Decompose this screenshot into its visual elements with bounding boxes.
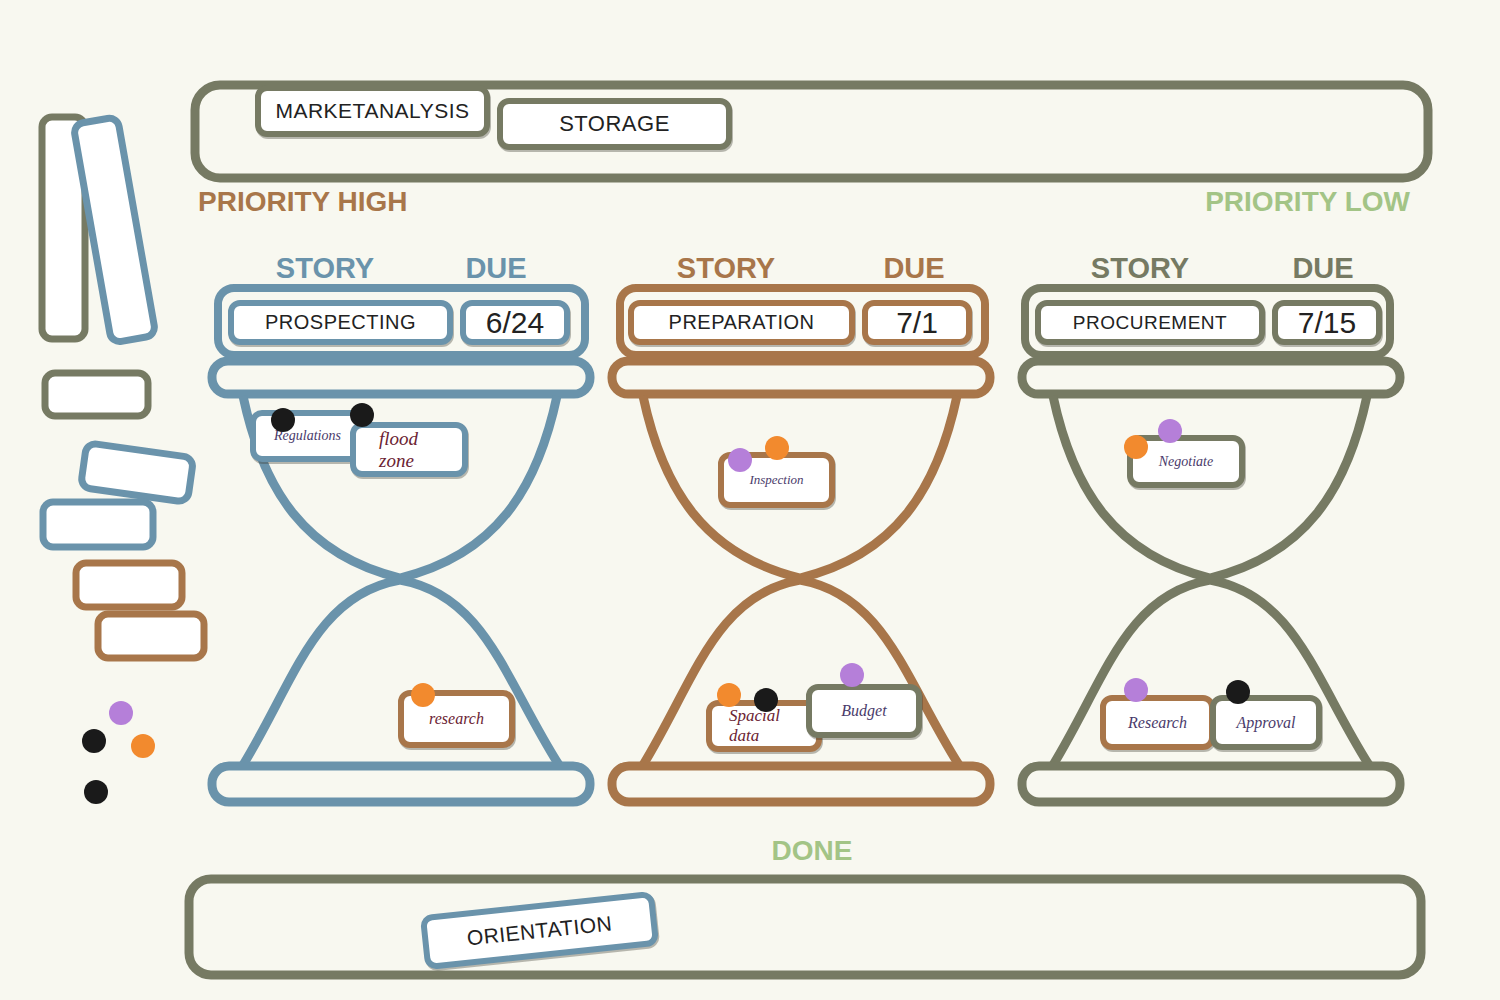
status-dot (840, 663, 864, 687)
status-dot (131, 734, 155, 758)
hourglass-top-bar (212, 361, 590, 394)
hourglass-upper-bulb (643, 396, 957, 578)
task-card: 7/15 (1272, 300, 1382, 345)
hourglass-upper-bulb (1053, 396, 1367, 578)
column-heading: STORY (1091, 252, 1189, 285)
card-label: MARKETANALYSIS (275, 99, 469, 123)
task-card: Budget (806, 684, 922, 738)
done-band (189, 879, 1421, 975)
card-label: Approval (1237, 714, 1296, 732)
hourglass-lower-bulb (1053, 580, 1369, 765)
backlog-band (195, 85, 1428, 178)
story-header-frame (218, 288, 585, 355)
card-label: flood zone (379, 428, 439, 472)
due-date: 6/24 (486, 306, 544, 340)
priority-label: PRIORITY LOW (1205, 186, 1410, 218)
card-label: PROCUREMENT (1073, 312, 1227, 334)
task-card: Negotiate (1127, 435, 1245, 488)
task-card: Approval (1210, 695, 1322, 750)
status-dot (82, 729, 106, 753)
column-heading: DUE (465, 252, 526, 285)
blank-card (80, 443, 193, 503)
card-label: PREPARATION (669, 311, 815, 334)
blank-card (43, 502, 153, 547)
task-card: 6/24 (460, 300, 570, 345)
status-dot (1124, 435, 1148, 459)
card-label: PROSPECTING (265, 311, 416, 334)
hourglass-lower-bulb (243, 580, 559, 765)
card-label: Research (1128, 714, 1187, 732)
hourglass-lower-bulb (643, 580, 959, 765)
status-dot (271, 408, 295, 432)
status-dot (350, 403, 374, 427)
card-label: Negotiate (1159, 454, 1213, 470)
story-header-frame (1025, 288, 1390, 355)
task-card: PREPARATION (628, 300, 855, 345)
hourglass-top-bar (612, 361, 990, 394)
card-label: Inspection (749, 472, 803, 488)
status-dot (1124, 678, 1148, 702)
card-label: ORIENTATION (466, 911, 614, 950)
column-heading: DUE (1292, 252, 1353, 285)
blank-card (76, 563, 182, 607)
hourglass-top-bar (1022, 361, 1400, 394)
task-card: PROSPECTING (228, 300, 453, 345)
column-heading: STORY (677, 252, 775, 285)
story-hourglass: STORY DUE PROCUREMENT 7/15NegotiateResearch… (1015, 250, 1405, 810)
hourglass-base-bar (212, 766, 590, 802)
hourglass-base-bar (612, 766, 990, 802)
status-dot (754, 688, 778, 712)
card-label: Regulations (274, 428, 341, 444)
due-date: 7/15 (1298, 306, 1356, 340)
status-dot (411, 683, 435, 707)
task-card: Spacial data (706, 700, 822, 752)
status-dot (717, 683, 741, 707)
status-dot (109, 701, 133, 725)
task-card: 7/1 (862, 300, 972, 345)
band-heading: DONE (772, 835, 853, 867)
task-card: PROCUREMENT (1035, 300, 1265, 345)
hourglass-upper-bulb (243, 396, 557, 578)
task-card: flood zone (350, 422, 468, 477)
task-card: STORAGE (497, 98, 732, 150)
card-label: research (429, 710, 484, 728)
task-card: Inspection (718, 452, 835, 508)
priority-label: PRIORITY HIGH (198, 186, 408, 218)
card-label: STORAGE (559, 111, 670, 137)
column-heading: STORY (276, 252, 374, 285)
status-dot (1226, 680, 1250, 704)
status-dot (765, 436, 789, 460)
done-band: DONE ORIENTATION (185, 835, 1425, 980)
blank-card (45, 373, 148, 416)
blank-card (73, 117, 156, 343)
task-card: MARKETANALYSIS (255, 85, 490, 137)
status-dot (84, 780, 108, 804)
status-dot (1158, 419, 1182, 443)
task-card: research (398, 690, 515, 748)
status-dot (728, 448, 752, 472)
column-heading: DUE (883, 252, 944, 285)
story-header-frame (620, 288, 985, 355)
due-date: 7/1 (896, 306, 938, 340)
card-label: Budget (841, 702, 886, 720)
story-hourglass: STORY DUE PROSPECTING 6/24Regulations flood … (205, 250, 595, 810)
card-label: Spacial data (729, 706, 799, 746)
task-card: Research (1100, 695, 1215, 750)
blank-card (98, 614, 204, 658)
task-card: Regulations (250, 410, 365, 462)
hourglass-base-bar (1022, 766, 1400, 802)
story-hourglass: STORY DUE PREPARATION 7/1InspectionSpacial … (605, 250, 995, 810)
task-card: ORIENTATION (420, 891, 659, 970)
